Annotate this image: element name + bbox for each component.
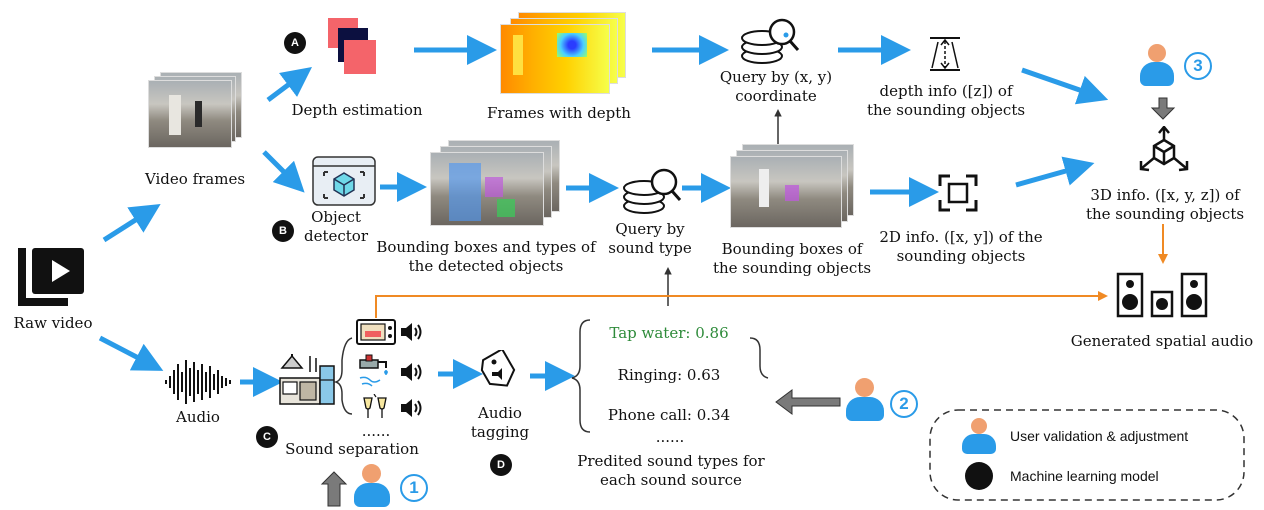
arrow-frames-to-detector [262, 150, 305, 193]
query-xy-label: Query by (x, y) coordinate [719, 68, 833, 105]
faucet-icon [358, 354, 394, 388]
tag-dots: ...... [655, 428, 685, 446]
microwave-icon [356, 318, 396, 346]
arrow-raw-to-audio [98, 335, 164, 371]
user3-down-arrow [1150, 97, 1176, 120]
3d-info-label: 3D info. ([x, y, z]) of the sounding obj… [1085, 186, 1245, 223]
audio-tag-icon [476, 350, 516, 390]
depth-measure-icon [928, 36, 962, 72]
query-sound-type-label: Query by sound type [608, 220, 692, 257]
legend-user-text: User validation & adjustment [1010, 428, 1189, 444]
arrow-frames-to-depth [266, 67, 312, 102]
object-detector-label: Object detector [303, 208, 368, 245]
badge-c: C [256, 426, 278, 448]
raw-video-label: Raw video [13, 314, 93, 332]
speaker-sound-icon-3 [400, 398, 426, 418]
orange-audio-line [375, 291, 1108, 318]
user2-left-arrow [775, 389, 841, 415]
depth-info-label: depth info ([z]) of the sounding objects [866, 82, 1026, 119]
user1-up-arrow [320, 471, 348, 507]
object-detector-icon [312, 156, 376, 206]
sound-separation-label: Sound separation [285, 440, 419, 458]
separation-dots: ...... [361, 422, 391, 440]
right-bracket [749, 337, 769, 379]
glasses-icon [358, 394, 392, 420]
badge-a: A [284, 32, 306, 54]
tag-ringing: Ringing: 0.63 [617, 366, 721, 384]
user-number-2: 2 [890, 390, 918, 418]
legend-user-icon [962, 418, 996, 454]
arrow-2d-to-3d [1015, 156, 1095, 188]
badge-d: D [490, 454, 512, 476]
depth-estimation-label: Depth estimation [291, 101, 423, 119]
waveform-icon [164, 360, 234, 404]
video-frame-1 [148, 80, 232, 148]
bbox-frame-1 [430, 152, 544, 226]
sound-query-icon [622, 166, 684, 218]
speakers-icon [1116, 272, 1208, 318]
speaker-sound-icon-1 [400, 322, 426, 342]
user-number-1: 1 [400, 474, 428, 502]
video-frames-label: Video frames [144, 170, 246, 188]
frame-focus-icon [938, 174, 978, 212]
sounding-frame-1 [730, 156, 842, 228]
frames-with-depth-label: Frames with depth [487, 104, 631, 122]
bbox-detected-label: Bounding boxes and types of the detected… [376, 238, 596, 275]
user-icon-1 [354, 464, 390, 508]
arrow-depthinfo-to-3d [1021, 67, 1109, 105]
kitchen-icon [278, 354, 336, 406]
2d-info-label: 2D info. ([x, y]) of the sounding object… [879, 228, 1043, 265]
badge-b: B [272, 220, 294, 242]
audio-tagging-label: Audio tagging [470, 404, 530, 441]
speaker-sound-icon-2 [400, 362, 426, 382]
database-search-icon [740, 16, 802, 68]
user-icon-3 [1140, 44, 1174, 88]
arrow-raw-to-frames [102, 203, 161, 243]
bbox-sounding-label: Bounding boxes of the sounding objects [712, 240, 872, 277]
tag-phone-call: Phone call: 0.34 [607, 406, 731, 424]
tag-tap-water: Tap water: 0.86 [609, 324, 729, 342]
3d-cube-icon [1138, 126, 1190, 174]
audio-label: Audio [176, 408, 220, 426]
legend-model-icon [965, 462, 993, 490]
separation-brace [333, 337, 353, 415]
raw-video-icon [18, 248, 84, 308]
depth-estimation-icon [320, 18, 382, 80]
predicted-types-label: Predited sound types for each sound sour… [577, 452, 765, 489]
user-icon-2 [846, 378, 884, 422]
generated-audio-label: Generated spatial audio [1070, 332, 1254, 350]
legend-model-text: Machine learning model [1010, 468, 1159, 484]
user-number-3: 3 [1184, 52, 1212, 80]
legend-box [929, 409, 1245, 501]
left-brace [571, 319, 591, 433]
depth-frame-1 [500, 24, 610, 94]
